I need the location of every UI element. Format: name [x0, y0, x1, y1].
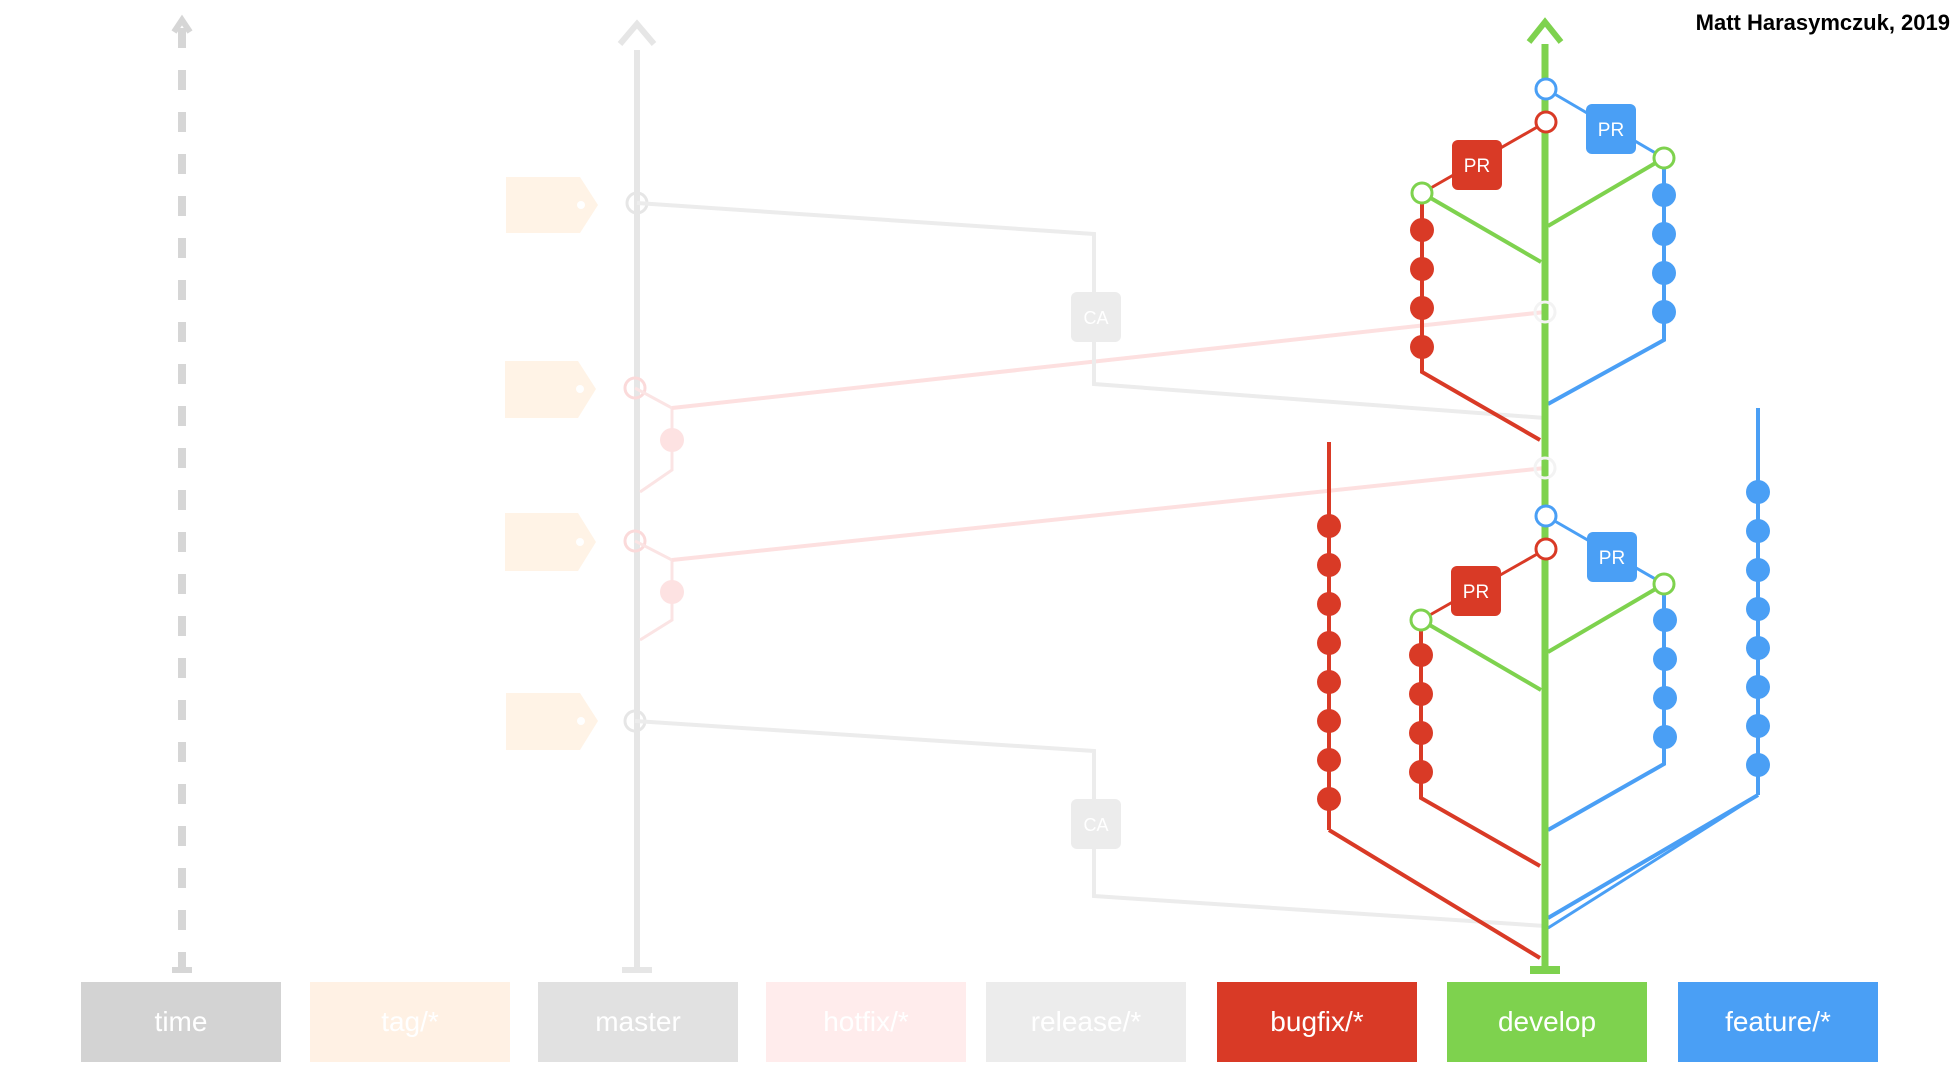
- pr-badge-bugfix: PR: [1452, 140, 1502, 190]
- lane-feature: feature/*: [1678, 982, 1878, 1062]
- master-arrow-icon: [617, 19, 657, 46]
- bugfix-commit: [1409, 682, 1433, 706]
- develop-to-bugfix: [1419, 618, 1543, 692]
- feature-commit: [1746, 714, 1770, 738]
- ca-badge-label: CA: [1083, 308, 1108, 328]
- lane-master: master: [538, 982, 738, 1062]
- bugfix-commit: [1317, 787, 1341, 811]
- bugfix-branch: [1419, 620, 1541, 868]
- develop-branch-point: [1410, 181, 1434, 205]
- lane-release: release/*: [986, 982, 1186, 1062]
- bugfix-commit: [1317, 514, 1341, 538]
- feature-commit: [1652, 261, 1676, 285]
- develop-line: [1526, 17, 1564, 974]
- faded-history: CA CA: [171, 14, 1546, 973]
- bugfix-branch: [1420, 193, 1541, 442]
- feature-commit: [1652, 222, 1676, 246]
- develop-to-feature: [1546, 582, 1666, 654]
- tag-icon: [505, 513, 596, 571]
- bugfix-commit: [1317, 748, 1341, 772]
- tag-icon: [506, 693, 598, 750]
- ca-badge-label: CA: [1083, 815, 1108, 835]
- bugfix-commit: [1317, 631, 1341, 655]
- feature-long-branch: [1546, 408, 1760, 930]
- develop-to-bugfix: [1420, 191, 1543, 264]
- develop-faded-commit: [1533, 456, 1557, 480]
- hotfix-commit: [660, 428, 684, 452]
- bugfix-commits: [1410, 218, 1434, 359]
- bugfix-merge-commit: [1534, 110, 1558, 134]
- lane-develop: develop: [1447, 982, 1647, 1062]
- pr-badge-bugfix: PR: [1451, 566, 1501, 616]
- develop-to-feature: [1546, 156, 1666, 228]
- develop-branch-point: [1409, 608, 1433, 632]
- master-commit: [623, 529, 647, 553]
- develop-branch-point: [1652, 572, 1676, 596]
- develop-faded-commit: [1533, 300, 1557, 324]
- pr-badge-feature: PR: [1586, 104, 1636, 154]
- pr-badge-label: PR: [1599, 548, 1625, 569]
- feature-commit: [1653, 686, 1677, 710]
- ca-badge: CA: [1071, 799, 1121, 849]
- develop-arrow-icon: [1526, 17, 1564, 44]
- feature-commits: [1746, 480, 1770, 777]
- feature-commit: [1746, 675, 1770, 699]
- feature-commit: [1653, 608, 1677, 632]
- bugfix-commit: [1410, 218, 1434, 242]
- bugfix-commit: [1409, 721, 1433, 745]
- feature-commit: [1652, 183, 1676, 207]
- merge-commits: [1409, 77, 1676, 632]
- bugfix-commit: [1410, 335, 1434, 359]
- feature-commits: [1652, 183, 1676, 324]
- hotfix-merge-develop: [671, 310, 1546, 410]
- feature-merge-commit: [1534, 504, 1558, 528]
- bugfix-commit: [1410, 257, 1434, 281]
- develop-branch-point: [1652, 146, 1676, 170]
- lane-hotfix: hotfix/*: [766, 982, 966, 1062]
- feature-branch: [1547, 158, 1666, 406]
- feature-commit: [1746, 636, 1770, 660]
- feature-merge-commit: [1534, 77, 1558, 101]
- bugfix-merge-commit: [1534, 537, 1558, 561]
- bugfix-commit: [1317, 670, 1341, 694]
- author-credit: Matt Harasymczuk, 2019: [1695, 10, 1950, 35]
- feature-commit: [1746, 558, 1770, 582]
- bugfix-commit: [1317, 709, 1341, 733]
- lane-tag: tag/*: [310, 982, 510, 1062]
- tag-icon: [506, 177, 598, 233]
- bugfix-commit: [1409, 643, 1433, 667]
- pr-badge-label: PR: [1464, 156, 1490, 177]
- hotfix-commit: [660, 580, 684, 604]
- master-commit: [623, 376, 647, 400]
- bugfix-commits: [1317, 514, 1341, 811]
- tag-icon: [505, 361, 596, 418]
- time-arrow-icon: [171, 14, 193, 34]
- ca-badge: CA: [1071, 292, 1121, 342]
- feature-commit: [1653, 647, 1677, 671]
- lane-time: time: [81, 982, 281, 1062]
- feature-commit: [1746, 753, 1770, 777]
- feature-commit: [1652, 300, 1676, 324]
- feature-commit: [1746, 480, 1770, 504]
- feature-commit: [1746, 519, 1770, 543]
- bugfix-commits: [1409, 643, 1433, 784]
- hotfix-merge-develop: [671, 466, 1546, 562]
- pr-badge-label: PR: [1598, 120, 1624, 141]
- bugfix-commit: [1410, 296, 1434, 320]
- feature-commit: [1746, 597, 1770, 621]
- bugfix-commit: [1317, 592, 1341, 616]
- feature-commit: [1653, 725, 1677, 749]
- pr-badge-label: PR: [1463, 582, 1489, 603]
- bugfix-commit: [1409, 760, 1433, 784]
- upper-cluster: [1420, 87, 1666, 442]
- feature-branch: [1547, 584, 1666, 832]
- bugfix-long-branch: [1327, 442, 1542, 960]
- bugfix-commit: [1317, 553, 1341, 577]
- lane-bugfix: bugfix/*: [1217, 982, 1417, 1062]
- feature-commits: [1653, 608, 1677, 749]
- pr-badge-feature: PR: [1587, 532, 1637, 582]
